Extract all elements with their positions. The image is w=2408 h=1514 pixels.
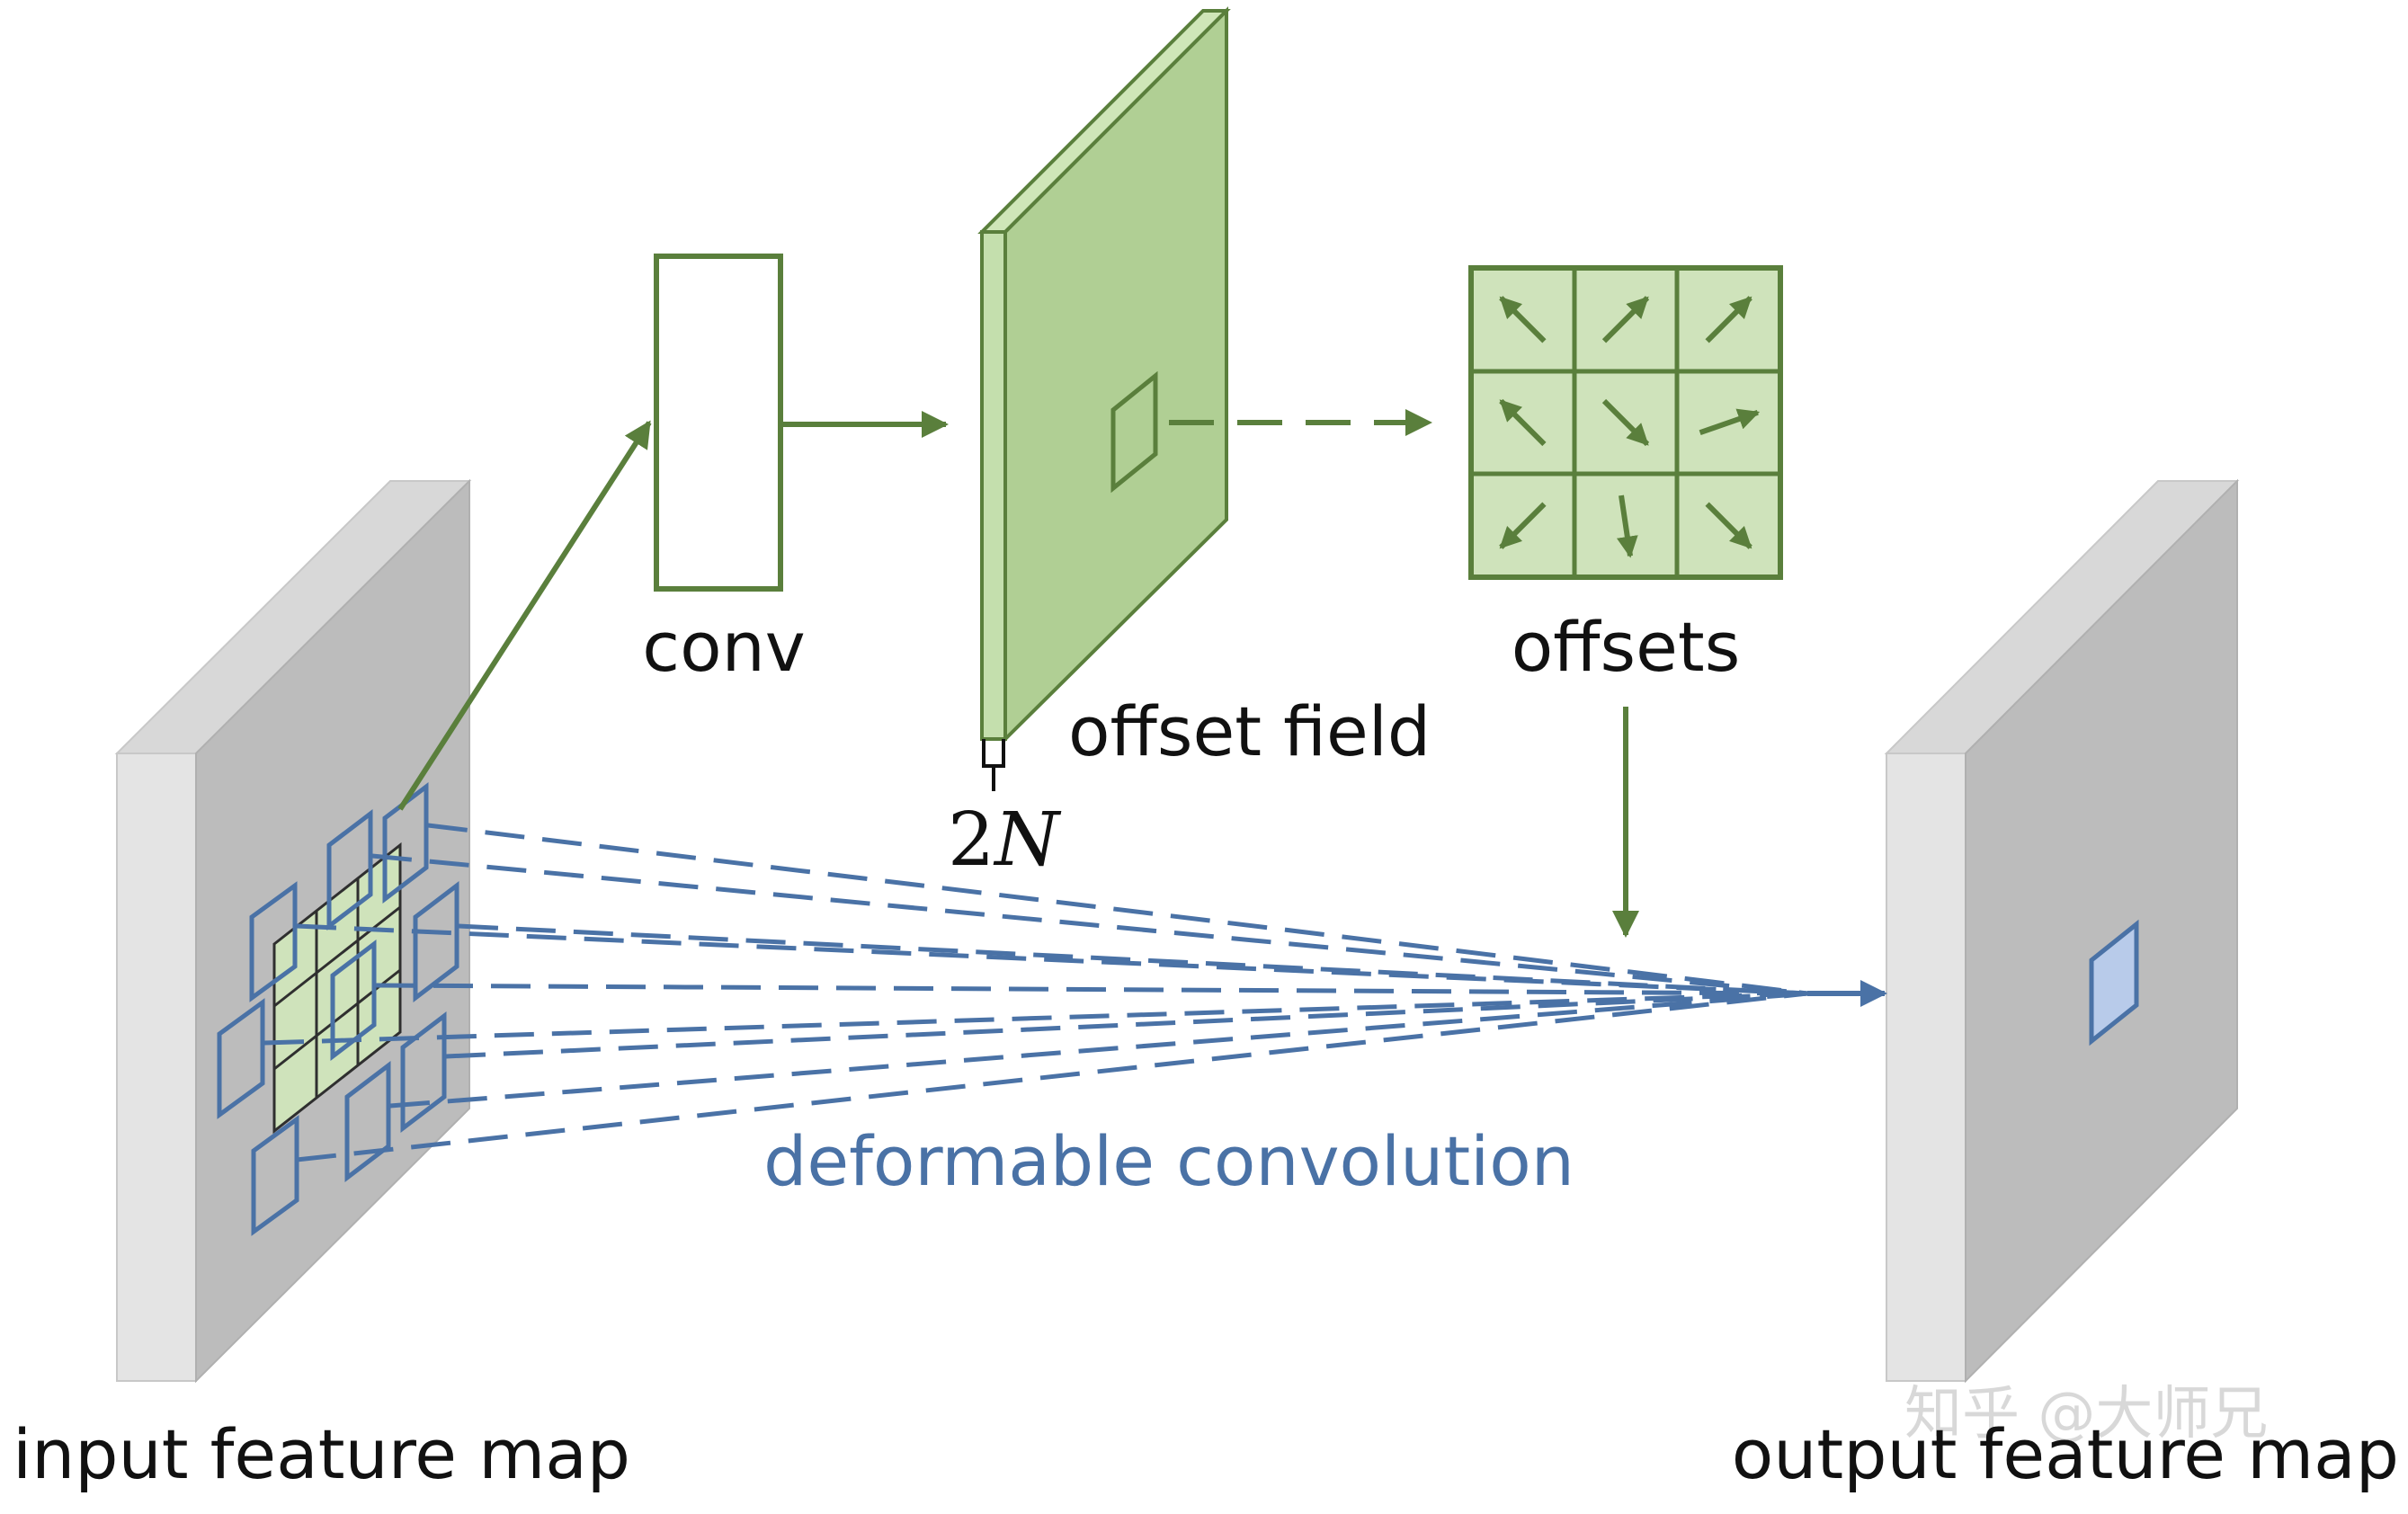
sample-location [251, 1115, 299, 1236]
channel-depth-bracket [982, 739, 1005, 791]
offset-arrow-down-left [1499, 502, 1547, 549]
output-pixel [2089, 919, 2139, 1046]
regular-sampling-grid [272, 842, 402, 1135]
watermark: 知乎 @大师兄 [1904, 1381, 2268, 1447]
offset-arrow-up-right [1601, 296, 1650, 343]
offset-field-patch [1110, 370, 1158, 494]
offset-field: 2N offset field [948, 6, 1431, 883]
output-map-side-face [1965, 478, 2238, 1384]
offset-field-front-face [980, 230, 1007, 741]
conv-label: conv [642, 607, 805, 687]
deformed-sampling-locations [217, 781, 459, 1236]
offsets-label: offsets [1512, 607, 1741, 687]
sample-location [400, 1011, 447, 1134]
sample-location [413, 880, 459, 1003]
offset-arrow-up-right [1705, 296, 1752, 343]
offset-field-side-face [1003, 6, 1228, 744]
offset-arrow-right [1699, 408, 1761, 436]
deformable-sampling-lines [263, 823, 1808, 1162]
offset-arrow-down [1616, 494, 1638, 558]
sample-location [382, 781, 429, 904]
input-feature-map-label: input feature map [13, 1414, 630, 1494]
channel-count-label: 2N [948, 797, 1062, 883]
offset-arrow-up-left [1499, 398, 1547, 447]
sample-location [330, 939, 377, 1062]
output-feature-map [1884, 478, 2240, 1384]
sample-location [249, 881, 298, 1002]
offsets-grid: offsets [1468, 265, 1783, 687]
deformable-convolution-label: deformable convolution [763, 1121, 1574, 1201]
conv-block: conv [642, 254, 806, 687]
sample-location [326, 808, 373, 931]
offset-arrow-down-right [1601, 398, 1650, 447]
output-feature-map-label: output feature map [1732, 1414, 2399, 1494]
conv-box [654, 254, 783, 592]
offset-arrow-down-right [1705, 502, 1752, 549]
offset-arrow-up-left [1499, 296, 1547, 343]
output-map-front-face [1886, 753, 1967, 1382]
input-to-conv-arrow [397, 420, 652, 811]
offset-field-label: offset field [1068, 691, 1431, 771]
input-map-front-face [116, 753, 197, 1382]
sample-location [217, 998, 265, 1119]
sample-location [344, 1060, 391, 1183]
